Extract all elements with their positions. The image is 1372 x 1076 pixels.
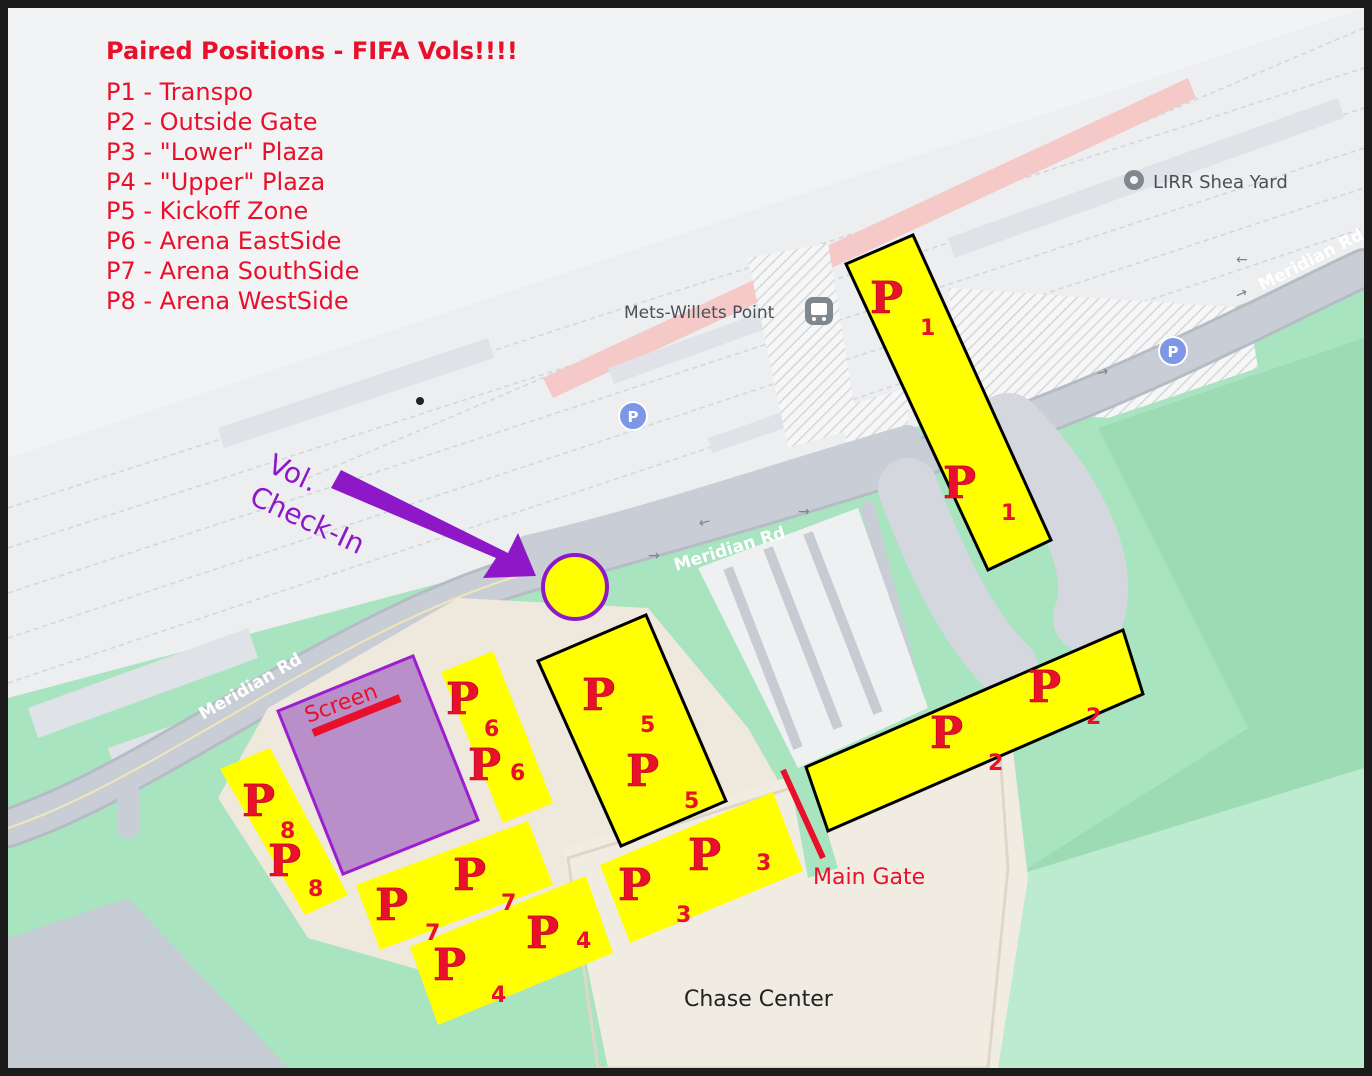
legend-title: Paired Positions - FIFA Vols!!!! bbox=[106, 37, 518, 65]
svg-text:→: → bbox=[648, 548, 660, 564]
position-letter-11: P bbox=[446, 674, 479, 725]
zone-p4 bbox=[410, 876, 613, 1025]
lirr-label: LIRR Shea Yard bbox=[1153, 172, 1288, 193]
position-number-6: 5 bbox=[684, 789, 699, 814]
zone-p5 bbox=[536, 613, 728, 848]
zone-p6 bbox=[441, 651, 553, 823]
position-letter-5: P bbox=[582, 670, 615, 721]
lirr-poi[interactable] bbox=[1124, 170, 1144, 190]
position-number-8: 3 bbox=[756, 851, 771, 876]
checkin-arrow bbox=[331, 470, 536, 578]
zone-p8 bbox=[220, 748, 348, 915]
position-number-14: 7 bbox=[501, 891, 516, 916]
svg-text:P: P bbox=[628, 408, 639, 426]
position-letter-4: P bbox=[930, 708, 963, 759]
position-letter-1: P bbox=[870, 273, 903, 324]
arena-label: Chase Center bbox=[684, 987, 834, 1012]
legend-item-p7: P7 - Arena SouthSide bbox=[106, 257, 359, 285]
zone-p1 bbox=[843, 233, 1053, 573]
position-letter-12: P bbox=[468, 740, 501, 791]
svg-text:→: → bbox=[1095, 363, 1111, 382]
legend-item-p4: P4 - "Upper" Plaza bbox=[106, 168, 325, 196]
position-number-15: 8 bbox=[280, 819, 295, 844]
svg-text:P: P bbox=[1168, 343, 1179, 361]
main-gate-marker bbox=[780, 768, 826, 860]
position-letter-10: P bbox=[526, 908, 559, 959]
zone-p7 bbox=[356, 821, 553, 950]
svg-text:←: ← bbox=[1236, 252, 1248, 268]
platform-strip bbox=[543, 78, 1196, 398]
rail-yard bbox=[8, 8, 1364, 768]
legend-item-p5: P5 - Kickoff Zone bbox=[106, 197, 308, 225]
screen-area bbox=[276, 654, 480, 876]
position-letter-6: P bbox=[626, 746, 659, 797]
legend-item-p3: P3 - "Lower" Plaza bbox=[106, 138, 324, 166]
legend-item-p2: P2 - Outside Gate bbox=[106, 108, 317, 136]
station-label: Mets-Willets Point bbox=[624, 303, 775, 323]
svg-text:←: ← bbox=[697, 513, 712, 531]
position-letter-14: P bbox=[453, 850, 486, 901]
parking-lot bbox=[698, 508, 928, 768]
position-number-3: 2 bbox=[1086, 705, 1101, 730]
parking-icon-2[interactable]: P bbox=[1158, 336, 1188, 366]
position-letter-7: P bbox=[618, 860, 651, 911]
position-letter-8: P bbox=[688, 830, 721, 881]
position-number-13: 7 bbox=[425, 921, 440, 946]
train-icon bbox=[805, 297, 833, 325]
position-number-2: 1 bbox=[1001, 501, 1016, 526]
legend-item-p6: P6 - Arena EastSide bbox=[106, 227, 341, 255]
position-letter-13: P bbox=[375, 880, 408, 931]
svg-text:→: → bbox=[798, 504, 810, 520]
position-letter-3: P bbox=[1028, 662, 1061, 713]
main-gate-label: Main Gate bbox=[813, 865, 925, 890]
map-frame: Screen Main Gate Vol. Check-In Meridian … bbox=[8, 8, 1364, 1068]
checkin-point[interactable] bbox=[541, 553, 609, 621]
position-number-11: 6 bbox=[484, 717, 499, 742]
position-number-9: 4 bbox=[491, 983, 506, 1008]
legend-item-p1: P1 - Transpo bbox=[106, 78, 253, 106]
position-letter-15: P bbox=[242, 776, 275, 827]
position-number-5: 5 bbox=[640, 713, 655, 738]
legend-item-p8: P8 - Arena WestSide bbox=[106, 287, 349, 315]
position-number-16: 8 bbox=[308, 877, 323, 902]
position-number-10: 4 bbox=[576, 929, 591, 954]
position-letter-16: P bbox=[268, 836, 301, 887]
parking-icon-1[interactable]: P bbox=[618, 401, 648, 431]
position-number-1: 1 bbox=[920, 316, 935, 341]
position-number-4: 2 bbox=[988, 751, 1003, 776]
position-number-12: 6 bbox=[510, 761, 525, 786]
position-letter-2: P bbox=[943, 458, 976, 509]
zone-p2 bbox=[804, 627, 1145, 834]
zone-p3 bbox=[600, 792, 803, 943]
legend: Paired Positions - FIFA Vols!!!! P1 - Tr… bbox=[106, 37, 518, 315]
map-canvas: Screen Main Gate Vol. Check-In Meridian … bbox=[8, 8, 1364, 1068]
position-letter-9: P bbox=[433, 940, 466, 991]
position-number-7: 3 bbox=[676, 903, 691, 928]
dot-marker bbox=[416, 397, 424, 405]
